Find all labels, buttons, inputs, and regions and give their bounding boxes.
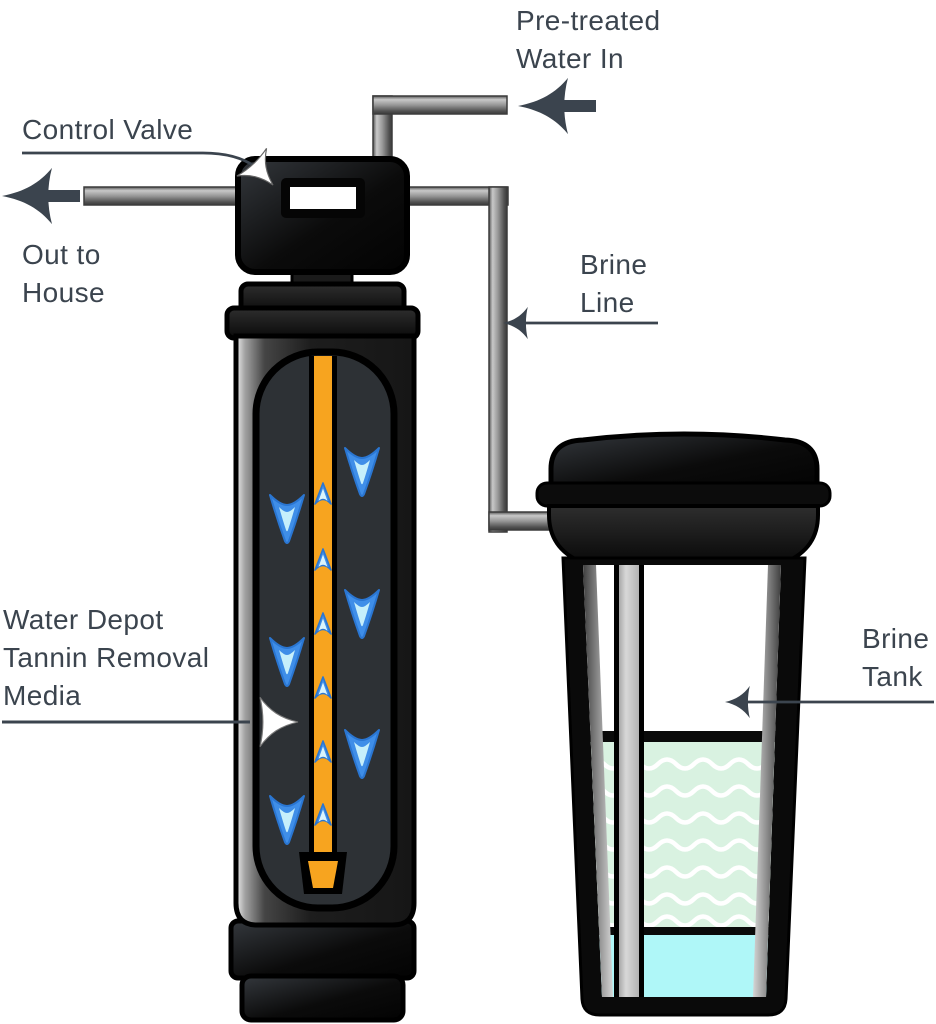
tank-base-upper [228,918,417,981]
label-pretreated-water-in: Pre-treated Water In [516,5,661,74]
wall-highlight-left [583,565,613,997]
pointer-annotations [2,77,934,748]
riser-basket [308,861,338,888]
brine-tank-collar [547,504,820,564]
brine-well-tube [619,565,639,997]
out-to-house-arrow-icon [2,167,80,225]
label-tannin-removal-media: Water Depot Tannin Removal Media [3,604,210,711]
brine-tank-lid [548,431,820,493]
softener-tank [224,264,421,1023]
pretreated-water-arrow-icon [518,77,596,135]
label-brine-tank: Brine Tank [862,623,930,692]
pipe-out-to-house [83,186,247,206]
tank-base-lower [239,973,406,1023]
pipe-brine-vertical [488,186,508,533]
brine-tank [535,431,832,1017]
water-level-divider [583,927,781,935]
label-out-to-house: Out to House [22,239,105,308]
label-brine-line: Brine Line [580,249,648,318]
pipes [83,95,556,533]
salt-level-divider [583,731,781,742]
pipe-pretreated-horizontal [372,95,508,115]
pipe-brine-stub [488,511,556,531]
label-control-valve: Control Valve [22,114,194,145]
control-valve [235,156,410,275]
brine-tank-rim [535,481,832,508]
control-valve-pointer-line [22,151,267,177]
valve-display-screen [290,187,356,209]
riser-tube [314,356,332,856]
wall-highlight-right [753,565,781,997]
